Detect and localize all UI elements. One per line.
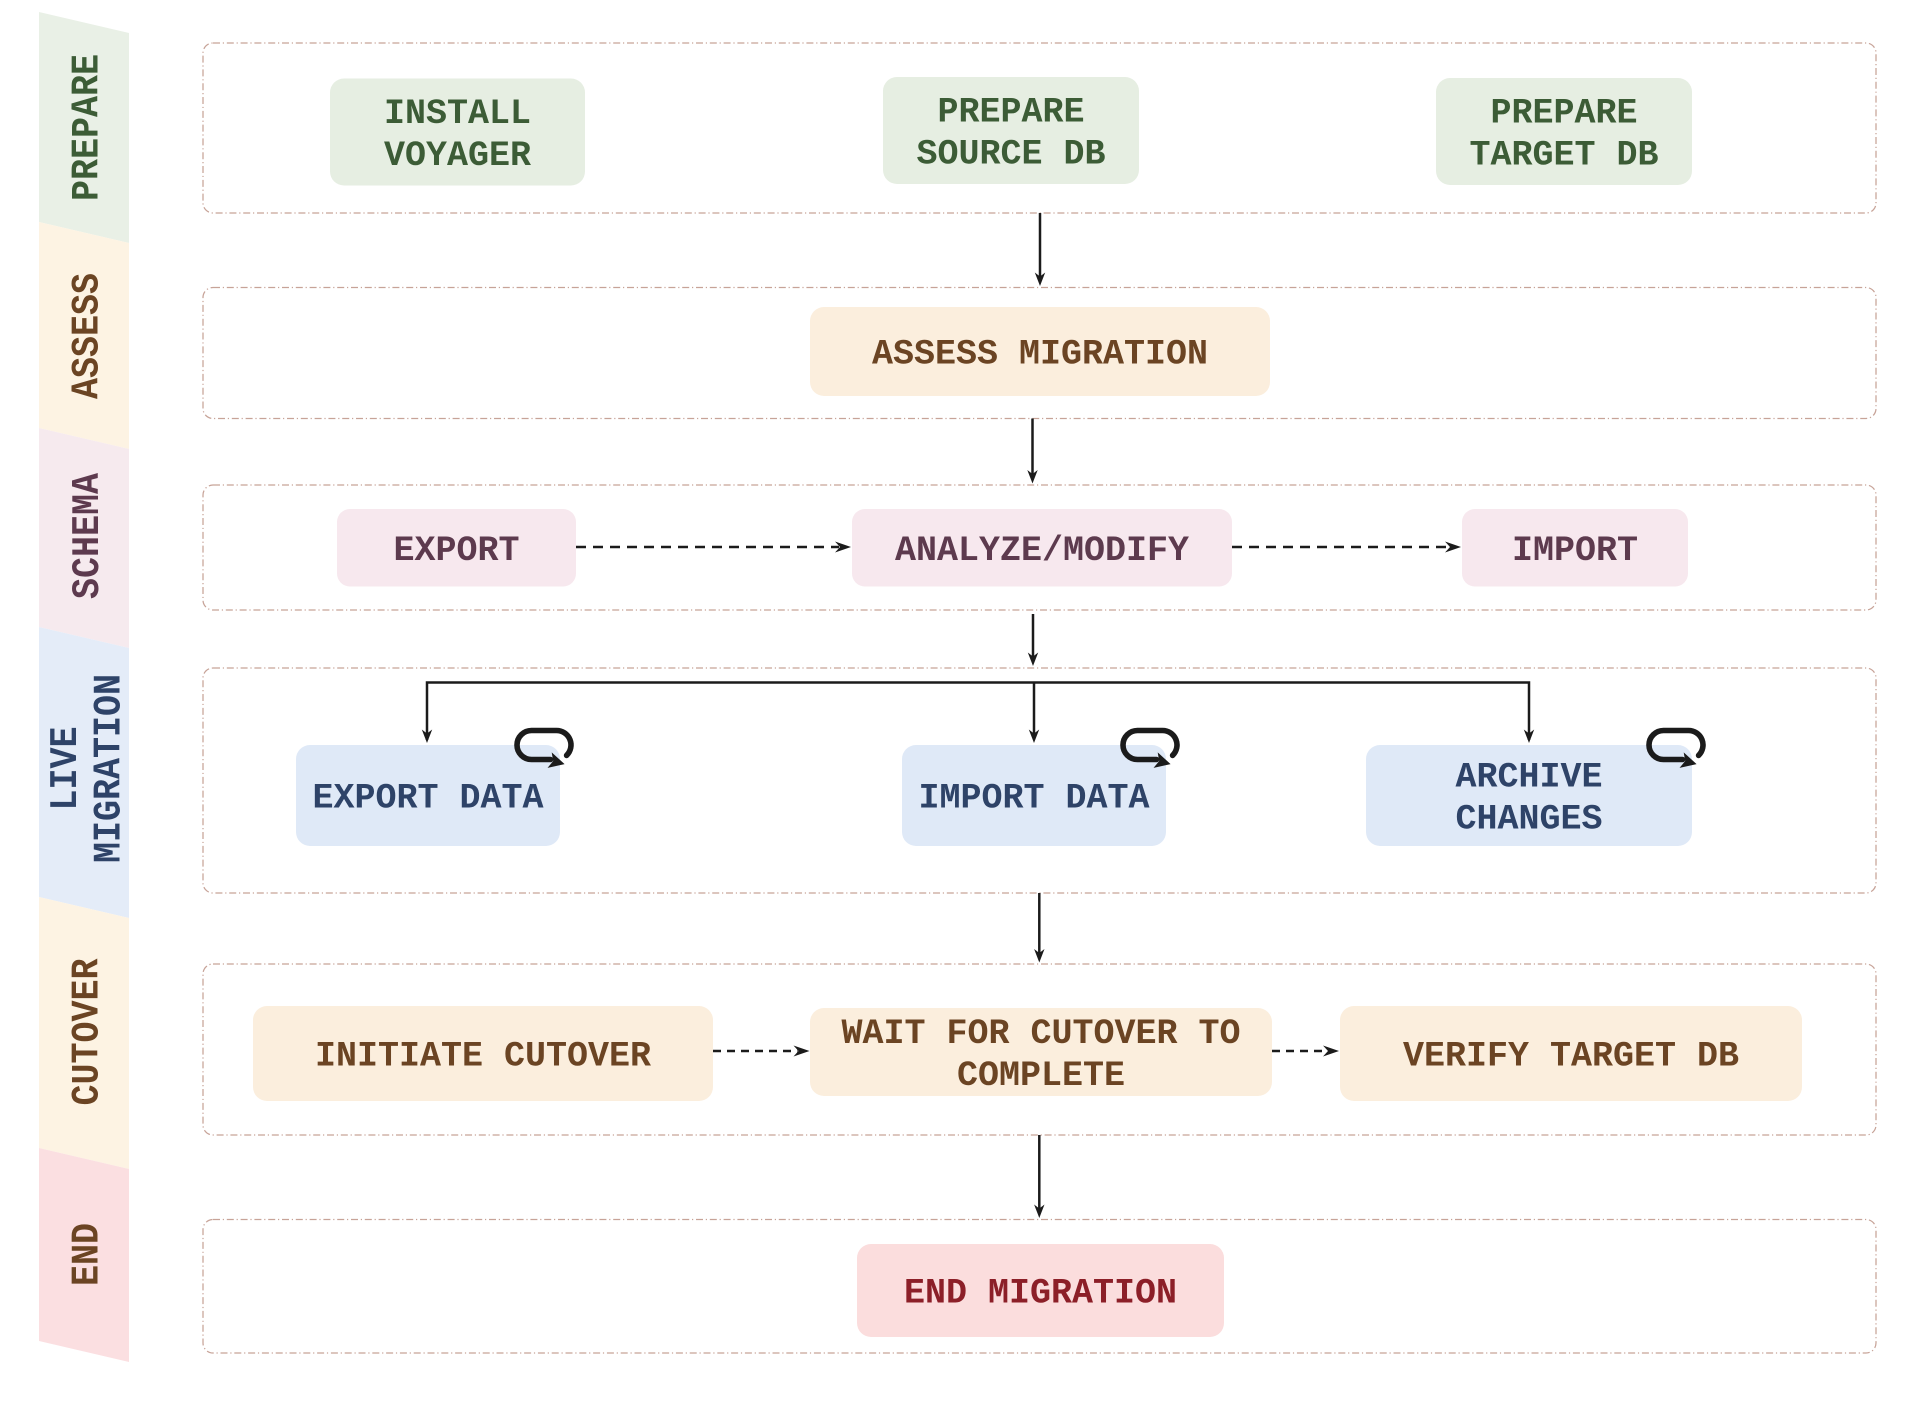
svg-text:INITIATE CUTOVER: INITIATE CUTOVER <box>315 1037 651 1077</box>
svg-text:PREPARE: PREPARE <box>66 54 110 201</box>
svg-text:IMPORT DATA: IMPORT DATA <box>918 779 1149 819</box>
svg-text:ASSESS MIGRATION: ASSESS MIGRATION <box>872 335 1208 375</box>
svg-text:PREPARE: PREPARE <box>937 93 1084 133</box>
svg-text:VERIFY TARGET DB: VERIFY TARGET DB <box>1403 1037 1739 1077</box>
svg-text:INSTALL: INSTALL <box>384 94 531 134</box>
svg-text:WAIT FOR CUTOVER TO: WAIT FOR CUTOVER TO <box>841 1014 1240 1054</box>
svg-text:VOYAGER: VOYAGER <box>384 136 531 176</box>
svg-text:EXPORT: EXPORT <box>393 531 519 571</box>
svg-text:EXPORT DATA: EXPORT DATA <box>312 779 543 819</box>
svg-text:ARCHIVE: ARCHIVE <box>1455 758 1602 798</box>
svg-text:LIVE: LIVE <box>44 727 88 811</box>
svg-text:COMPLETE: COMPLETE <box>957 1056 1125 1096</box>
svg-text:PREPARE: PREPARE <box>1490 94 1637 134</box>
svg-text:TARGET DB: TARGET DB <box>1469 136 1658 176</box>
svg-text:ANALYZE/MODIFY: ANALYZE/MODIFY <box>895 531 1189 571</box>
svg-text:IMPORT: IMPORT <box>1512 531 1638 571</box>
svg-text:ASSESS: ASSESS <box>66 273 110 399</box>
svg-text:MIGRATION: MIGRATION <box>88 674 132 863</box>
svg-text:SOURCE DB: SOURCE DB <box>916 135 1105 175</box>
svg-text:END: END <box>66 1223 110 1286</box>
svg-text:END MIGRATION: END MIGRATION <box>904 1274 1177 1314</box>
svg-text:CUTOVER: CUTOVER <box>66 958 110 1106</box>
svg-text:CHANGES: CHANGES <box>1455 800 1602 840</box>
svg-text:SCHEMA: SCHEMA <box>66 472 110 599</box>
